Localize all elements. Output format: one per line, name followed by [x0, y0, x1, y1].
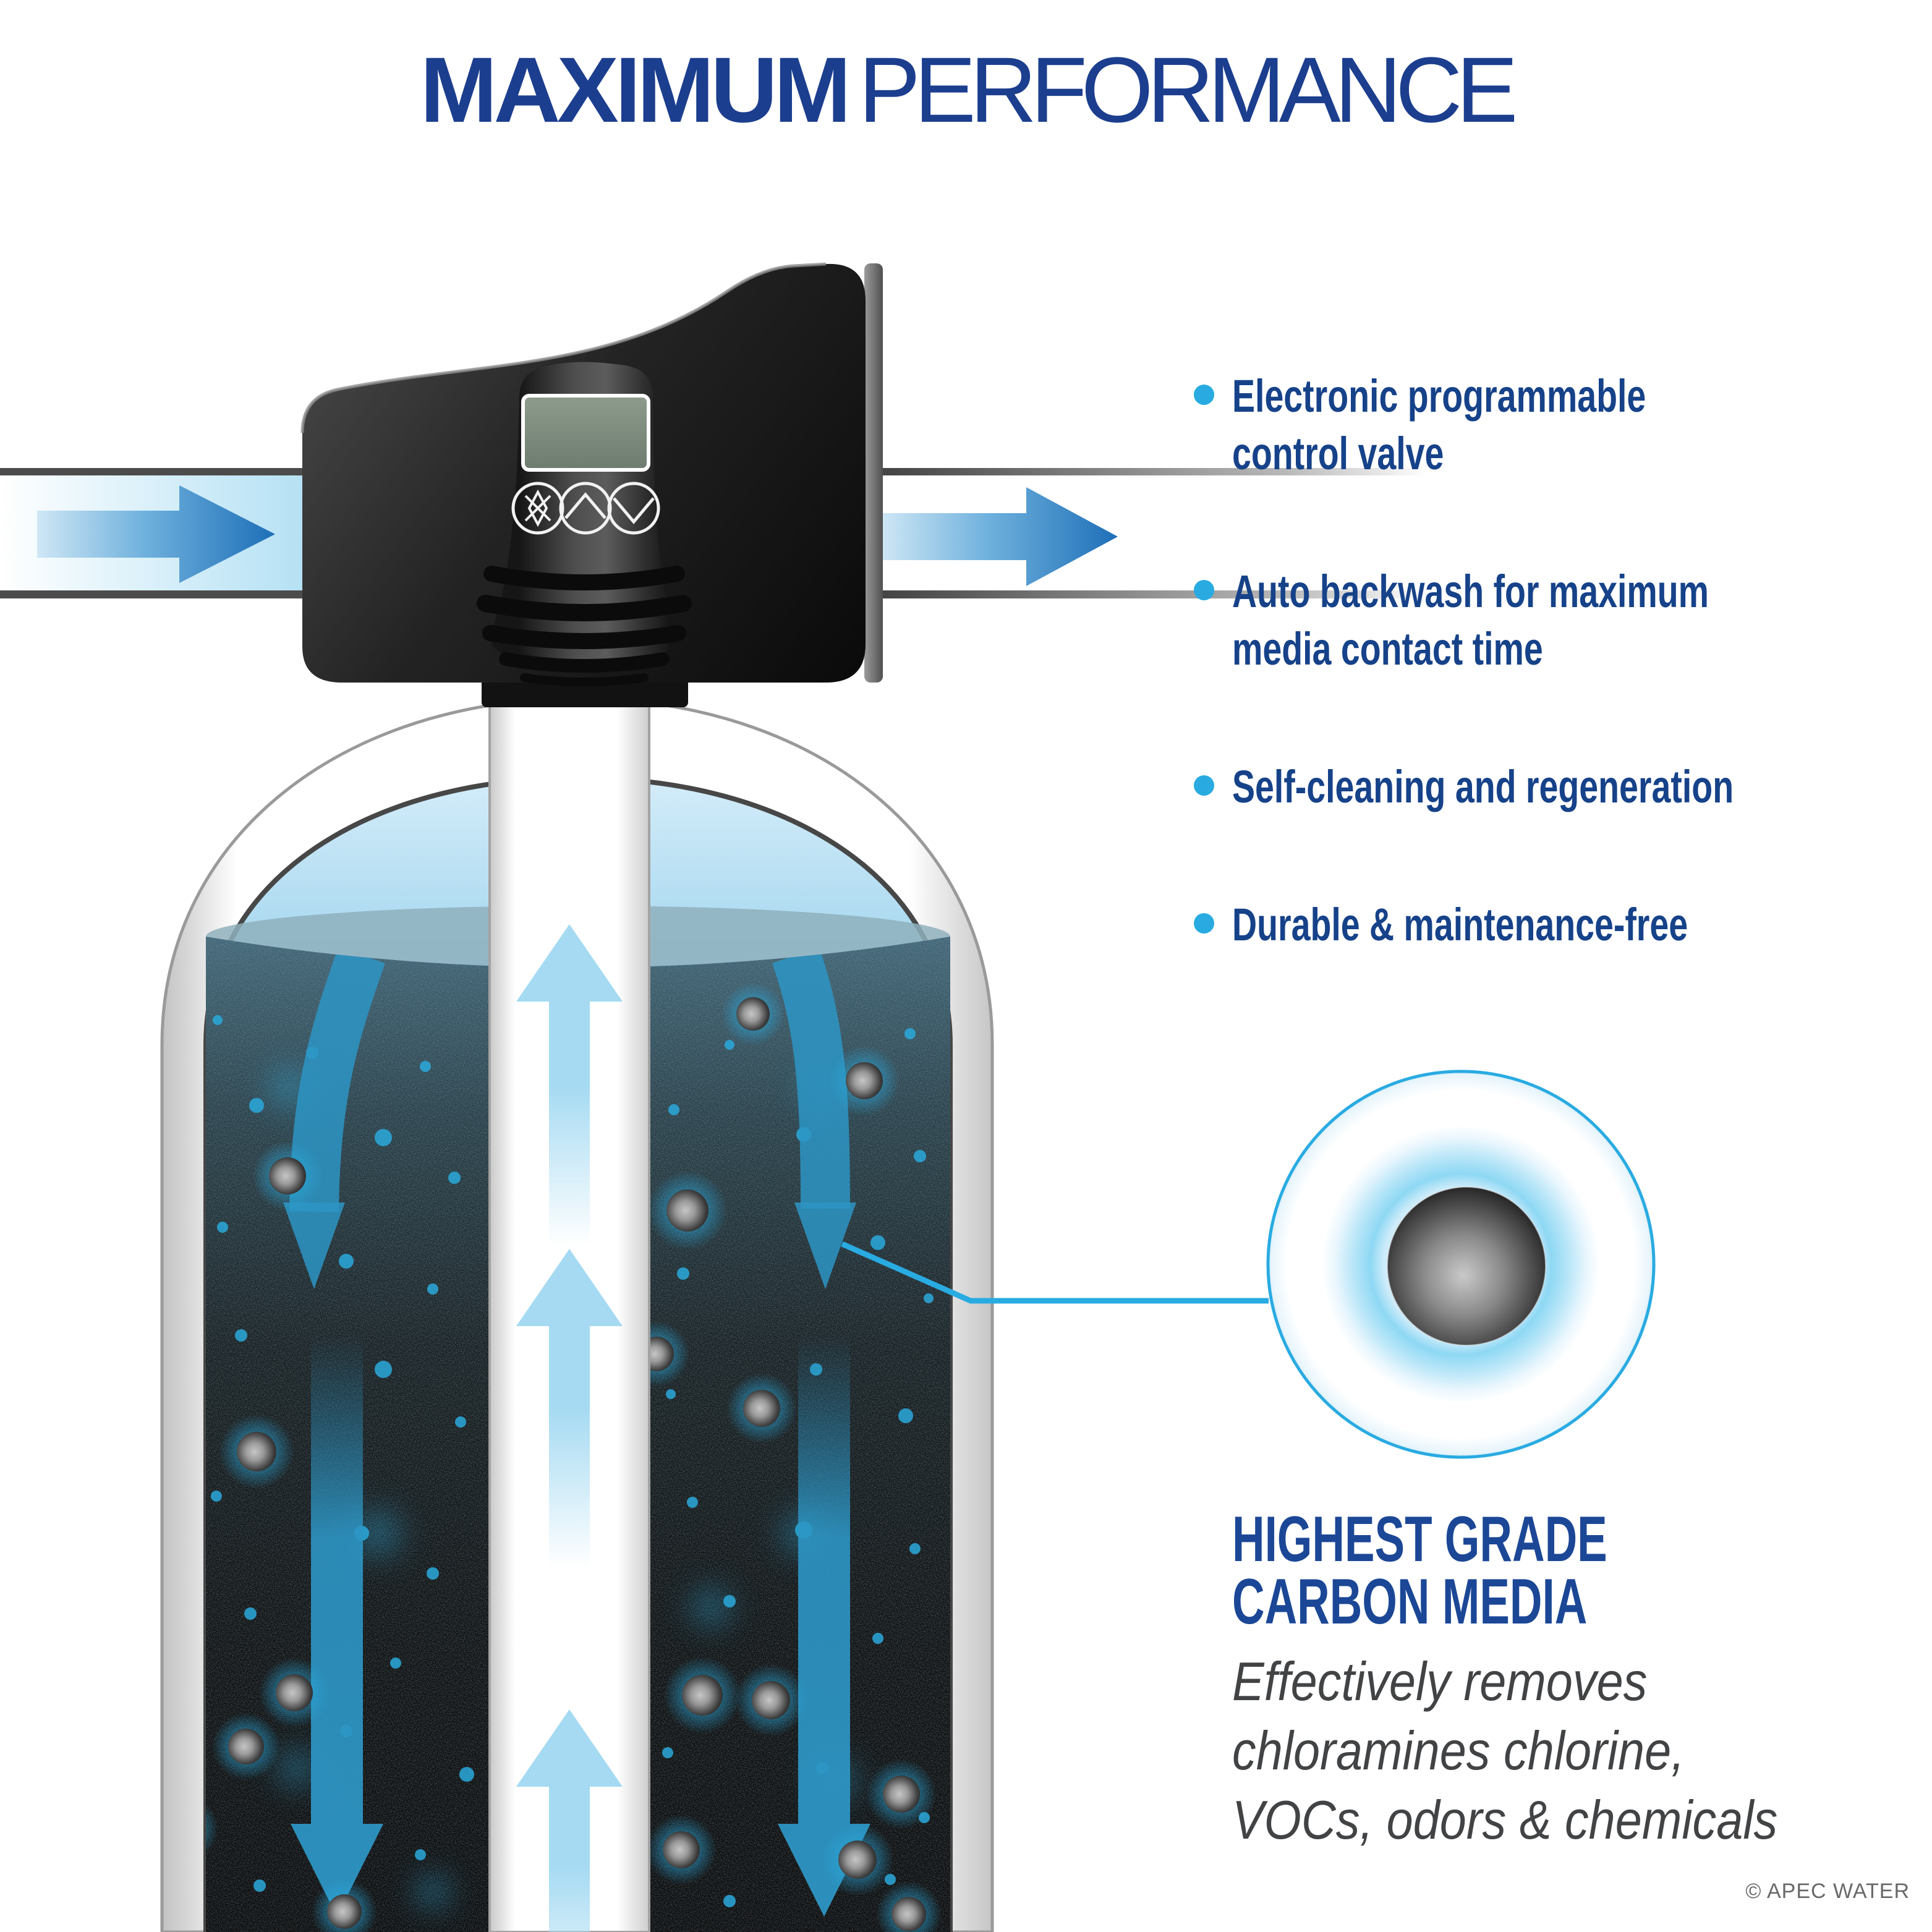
carbon-granule [846, 1062, 883, 1099]
bubble-dot [253, 1879, 266, 1892]
valve-lcd-display [521, 394, 650, 472]
bubble-dot [448, 1172, 461, 1184]
callout-heading: HIGHEST GRADE CARBON MEDIA [1232, 1504, 1607, 1638]
bubble-dot [677, 1267, 689, 1280]
feature-item: Durable & maintenance-free [1194, 896, 1912, 953]
bubble-dot [668, 1104, 679, 1115]
starburst-button [511, 482, 564, 535]
feature-item: Electronic programmable control valve [1194, 367, 1912, 482]
bubble-dot [217, 1222, 228, 1233]
carbon-granule [736, 997, 770, 1031]
chevron-up-icon [564, 492, 606, 519]
carbon-granule [892, 1897, 926, 1931]
outlet-flow-arrow-icon [881, 487, 1118, 586]
carbon-granule [743, 1390, 780, 1427]
bubble-dot [662, 1747, 673, 1758]
feature-item: Self-cleaning and regeneration [1194, 758, 1912, 815]
bubble-dot [723, 1595, 736, 1607]
bubble-dot [666, 1389, 676, 1399]
bubble-dot [427, 1283, 438, 1295]
carbon-granule [663, 1831, 700, 1868]
glow-spot [680, 1577, 742, 1638]
feature-item: Auto backwash for maximum media contact … [1194, 563, 1912, 678]
carbon-granule [682, 1675, 723, 1716]
carbon-granule-large [1387, 1186, 1546, 1346]
bubble-dot [235, 1329, 247, 1342]
carbon-granules [206, 982, 942, 1932]
outlet-pipe [866, 468, 1422, 598]
media-zoom-callout [841, 1070, 1656, 1459]
bubble-dot [244, 1607, 257, 1620]
carbon-granule [883, 1776, 920, 1813]
feature-text: Self-cleaning and regeneration [1232, 761, 1734, 812]
tube-collar [482, 678, 688, 707]
carbon-granule [327, 1894, 362, 1929]
down-flow-arrows [283, 947, 870, 1917]
valve-vent-slats [477, 566, 692, 686]
bubble-dot [375, 1361, 392, 1378]
title-light: PERFORMANCE [858, 38, 1518, 142]
feature-text: Auto backwash for maximum media contact … [1232, 566, 1709, 674]
carbon-granule [269, 1157, 306, 1194]
feature-text: Electronic programmable control valve [1232, 370, 1646, 479]
carbon-granule [838, 1841, 877, 1879]
up-flow-arrows [516, 924, 623, 1932]
bubble-dot [427, 1567, 439, 1580]
valve-buttons [511, 482, 660, 535]
bubble-dot [455, 1416, 466, 1428]
bubble-dot [459, 1767, 474, 1782]
callout-description: Effectively removes chloramines chlorine… [1232, 1651, 1778, 1850]
carbon-granule [752, 1681, 790, 1719]
bubble-dot [211, 1491, 222, 1502]
bubble-dot [725, 1040, 734, 1050]
glow-spot [405, 1864, 461, 1920]
chevron-down-icon [613, 497, 655, 524]
carbon-granule [237, 1432, 276, 1471]
bubble-dot [872, 1633, 883, 1644]
bubble-dot [375, 1129, 392, 1146]
bubble-dot [390, 1658, 401, 1669]
inlet-flow-arrow-icon [37, 485, 275, 583]
bubble-dot [870, 1235, 885, 1250]
bubble-dot [687, 1497, 698, 1508]
down-button [607, 482, 660, 535]
carbon-granule [276, 1674, 313, 1711]
inlet-pipe [0, 468, 303, 598]
bubble-dot [723, 1895, 736, 1907]
bubble-dot [339, 1254, 354, 1269]
bubble-dot [904, 1028, 916, 1039]
bubble-dot [914, 1150, 926, 1162]
carbon-granule [228, 1729, 264, 1764]
bubble-dot [898, 1408, 913, 1423]
bubble-dot [420, 1061, 431, 1072]
riser-tube [482, 678, 688, 1932]
carbon-granule [666, 1189, 709, 1232]
control-valve [300, 262, 883, 686]
starburst-icon [524, 489, 551, 527]
feature-text: Durable & maintenance-free [1232, 899, 1688, 950]
bubble-dot [909, 1543, 921, 1554]
title-bold: MAXIMUM [420, 38, 851, 142]
bubble-dot [415, 1849, 426, 1860]
copyright-credit: © APEC WATER [1745, 1879, 1910, 1903]
bubble-dot [924, 1293, 934, 1303]
bubble-dot [213, 1015, 223, 1025]
bubble-dot [249, 1098, 264, 1113]
